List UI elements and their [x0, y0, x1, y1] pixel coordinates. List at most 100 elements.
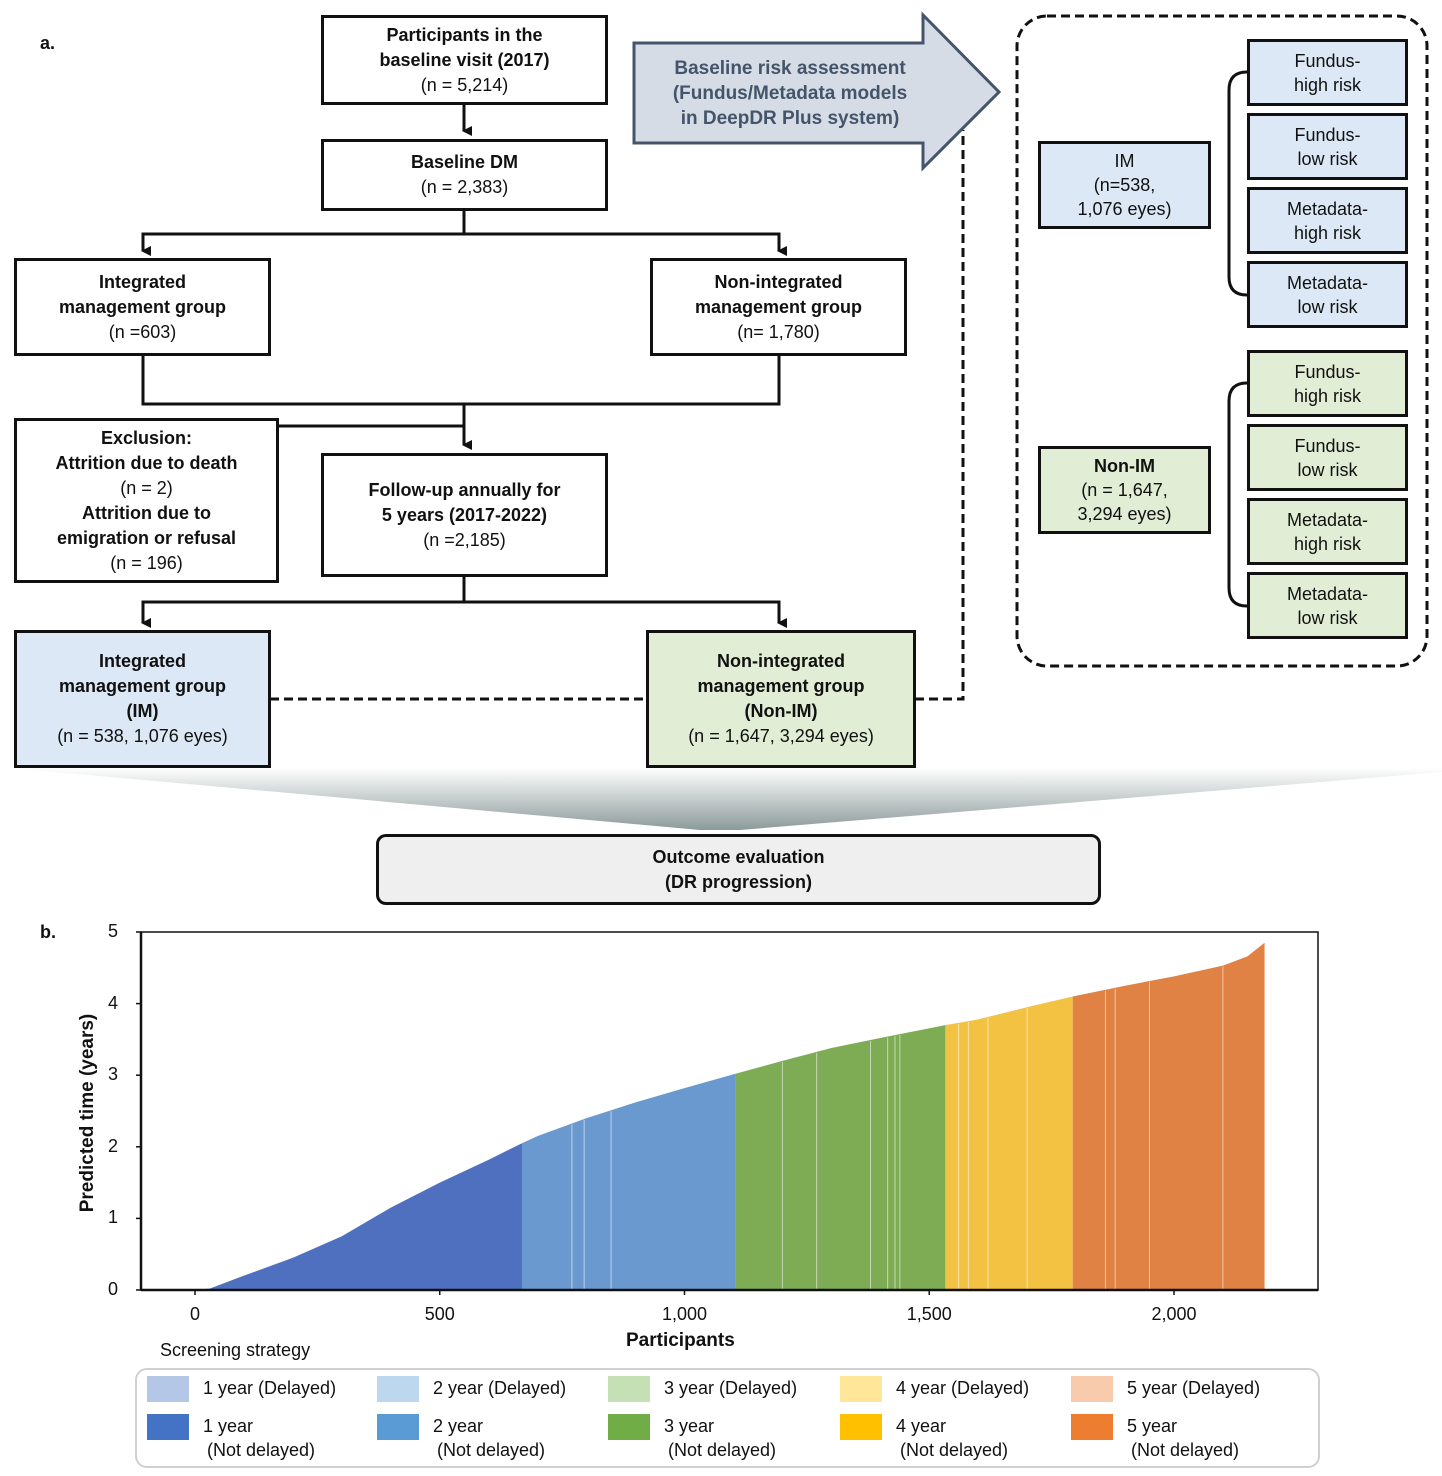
im-group-title-1: Integrated: [98, 271, 186, 292]
risk-nonim-title: Non-IM: [1094, 456, 1155, 476]
exclusion-emig-2: emigration or refusal: [56, 527, 237, 548]
category-line-2: high risk: [1293, 222, 1362, 243]
exclusion-death: Attrition due to death: [55, 452, 238, 473]
legend-swatch: [377, 1414, 419, 1440]
risk-nonim-box: Non-IM (n = 1,647, 3,294 eyes): [1038, 446, 1211, 534]
nonim-final-title-1: Non-integrated: [717, 651, 845, 671]
category-line-2: high risk: [1293, 533, 1362, 554]
risk-im-title: IM: [1114, 151, 1135, 171]
exclusion-emig-1: Attrition due to: [82, 502, 211, 523]
legend-swatch: [147, 1414, 189, 1440]
risk-arrow-line-3: in DeepDR Plus system): [680, 108, 900, 129]
legend-label: 1 year(Not delayed): [203, 1416, 316, 1460]
y-tick-label: 3: [107, 1064, 118, 1085]
nonim-group-box: Non-integrated management group (n= 1,78…: [650, 258, 907, 356]
area-segment-4-year: [945, 996, 1073, 1290]
legend-swatch: [840, 1376, 882, 1402]
nonim-fundus-high-risk: Fundus- high risk: [1247, 350, 1408, 417]
im-final-title-2: management group: [58, 676, 227, 696]
im-final-title-3: (IM): [126, 701, 159, 721]
risk-panel-border: [1015, 14, 1429, 668]
risk-im-box: IM (n=538, 1,076 eyes): [1038, 141, 1211, 229]
legend-label: 5 year(Not delayed): [1127, 1416, 1240, 1460]
y-tick-label: 0: [107, 1279, 118, 1299]
x-tick-label: 1,000: [661, 1304, 708, 1324]
exclusion-emig-count: (n = 196): [110, 552, 183, 573]
risk-assessment-arrow: [632, 11, 1002, 172]
x-tick-label: 500: [424, 1304, 455, 1324]
nonim-metadata-low-risk: Metadata- low risk: [1247, 572, 1408, 639]
risk-nonim-line-2: (n = 1,647,: [1081, 480, 1168, 500]
arrow-dm-to-nonim: [464, 232, 787, 256]
exclusion-box: Exclusion: Attrition due to death (n = 2…: [14, 418, 279, 583]
exclusion-death-count: (n = 2): [120, 477, 173, 498]
outcome-line-2: (DR progression): [664, 871, 812, 892]
y-tick-label: 2: [107, 1135, 118, 1156]
followup-box: Follow-up annually for 5 years (2017-202…: [321, 453, 608, 577]
exclusion-title: Exclusion:: [100, 427, 193, 448]
followup-title-2: 5 years (2017-2022): [381, 504, 548, 525]
legend-label: 5 year (Delayed): [1127, 1378, 1261, 1398]
im-group-box: Integrated management group (n =603): [14, 258, 271, 356]
im-final-count: (n = 538, 1,076 eyes): [57, 726, 228, 746]
category-line-2: low risk: [1297, 607, 1358, 628]
legend-swatch: [840, 1414, 882, 1440]
area-segment-3-year: [735, 1025, 946, 1290]
x-tick-label: 0: [189, 1304, 200, 1324]
outcome-line-1: Outcome evaluation: [652, 846, 825, 867]
category-line-2: low risk: [1297, 296, 1358, 317]
legend-swatch: [377, 1376, 419, 1402]
nonim-group-title-1: Non-integrated: [714, 271, 843, 292]
nonim-final-box: Non-integrated management group (Non-IM)…: [646, 630, 916, 768]
category-line-1: Metadata-: [1286, 198, 1369, 219]
category-line-1: Fundus-: [1294, 435, 1361, 456]
category-line-1: Fundus-: [1294, 50, 1361, 71]
area-segment-1-year: [195, 1143, 522, 1290]
participants-box: Participants in the baseline visit (2017…: [321, 15, 608, 105]
category-line-2: low risk: [1297, 459, 1358, 480]
panel-b-label: b.: [40, 922, 56, 942]
panel-a-label: a.: [40, 33, 56, 53]
nonim-final-count: (n = 1,647, 3,294 eyes): [688, 726, 874, 746]
legend-label: 3 year (Delayed): [664, 1378, 798, 1398]
risk-nonim-line-3: 3,294 eyes): [1077, 504, 1172, 524]
category-line-1: Fundus-: [1294, 124, 1361, 145]
followup-title-1: Follow-up annually for: [368, 479, 561, 500]
im-final-title-1: Integrated: [98, 651, 186, 671]
baseline-dm-count: (n = 2,383): [420, 177, 509, 197]
risk-im-line-3: 1,076 eyes): [1077, 199, 1172, 219]
participants-title-1: Participants in the: [386, 24, 543, 45]
x-tick-label: 1,500: [906, 1304, 952, 1324]
category-line-1: Metadata-: [1286, 583, 1369, 604]
legend-swatch: [608, 1414, 650, 1440]
x-axis-label: Participants: [626, 1330, 735, 1351]
nonim-group-title-2: management group: [694, 296, 863, 317]
im-group-title-2: management group: [58, 296, 227, 317]
legend-title: Screening strategy: [160, 1340, 311, 1360]
category-line-1: Metadata-: [1286, 509, 1369, 530]
flowchart-connectors: [10, 11, 1442, 830]
y-tick-label: 1: [107, 1207, 118, 1228]
y-tick-label: 5: [107, 921, 118, 941]
y-axis-label: Predicted time (years): [77, 1013, 98, 1213]
category-line-2: low risk: [1297, 148, 1358, 169]
nonim-final-title-2: management group: [697, 676, 865, 696]
legend-label: 2 year(Not delayed): [433, 1416, 546, 1460]
risk-im-line-2: (n=538,: [1093, 175, 1156, 195]
arrow-to-nonim-final: [464, 600, 787, 628]
nonim-final-title-3: (Non-IM): [744, 701, 818, 721]
legend-item: 4 year(Not delayed): [840, 1414, 1008, 1462]
merge-line: [141, 356, 781, 406]
participants-count: (n = 5,214): [420, 74, 509, 95]
im-group-count: (n =603): [108, 321, 177, 342]
legend-item: 5 year (Delayed): [1071, 1376, 1260, 1402]
category-line-1: Metadata-: [1286, 272, 1369, 293]
dashed-link-nonim: [915, 130, 965, 701]
baseline-dm-title: Baseline DM: [410, 152, 519, 172]
legend-label: 4 year(Not delayed): [896, 1416, 1009, 1460]
y-tick-label: 4: [107, 992, 118, 1013]
followup-count: (n =2,185): [423, 529, 506, 550]
nonim-bracket: [1227, 381, 1248, 608]
legend-item: 3 year (Delayed): [608, 1376, 797, 1402]
